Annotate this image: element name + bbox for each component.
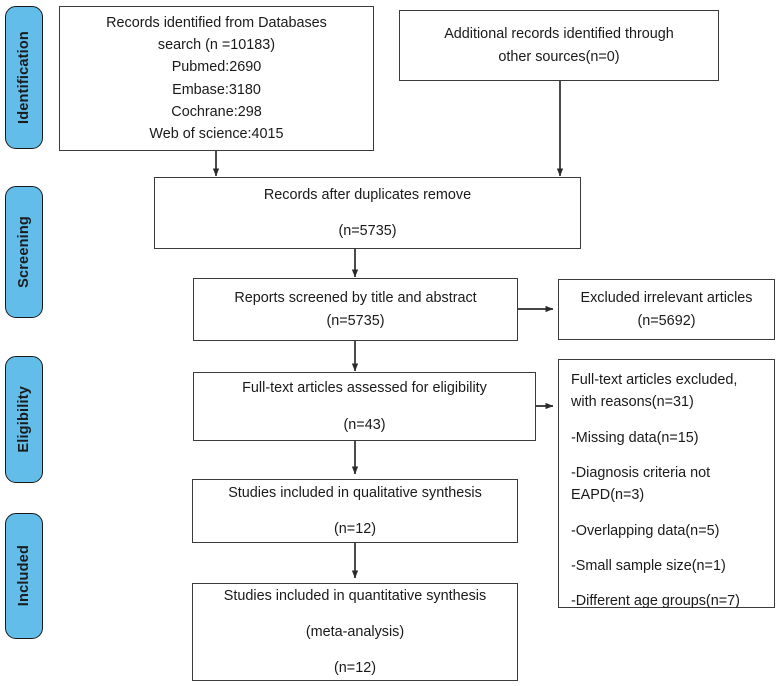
qualitative-line-1: Studies included in qualitative synthesi… (228, 484, 482, 501)
excluded-reasons-line-1: Full-text articles excluded, with reason… (571, 372, 738, 411)
excluded-irrelevant-line-2: (n=5692) (637, 312, 696, 329)
node-additional-records: Additional records identified through ot… (399, 10, 719, 81)
after-duplicates-line-1: Records after duplicates remove (263, 186, 472, 203)
eligibility-assessed-line-1: Full-text articles assessed for eligibil… (242, 380, 487, 397)
records-identified-line-3: Pubmed:2690 (171, 59, 262, 76)
excluded-reasons-line-5: -Small sample size(n=1) (571, 557, 726, 574)
phase-label-included: Included (16, 545, 32, 607)
quantitative-line-3: (n=12) (334, 660, 376, 677)
node-excluded-with-reasons: Full-text articles excluded, with reason… (558, 359, 775, 609)
quantitative-line-1: Studies included in quantitative synthes… (223, 587, 487, 604)
phase-pill-identification: Identification (5, 6, 43, 149)
records-identified-line-6: Web of science:4015 (149, 126, 284, 143)
phase-pill-included: Included (5, 513, 43, 639)
records-identified-line-5: Cochrane:298 (171, 103, 262, 120)
node-after-duplicates: Records after duplicates remove (n=5735) (154, 177, 581, 249)
phase-label-identification: Identification (16, 30, 32, 125)
after-duplicates-line-2: (n=5735) (338, 223, 397, 239)
records-identified-line-2: search (n =10183) (157, 36, 276, 53)
eligibility-assessed-line-2: (n=43) (343, 416, 386, 433)
records-identified-line-4: Embase:3180 (172, 81, 261, 98)
phase-label-eligibility: Eligibility (16, 386, 32, 453)
additional-records-line-2: other sources(n=0) (498, 48, 620, 65)
node-excluded-irrelevant: Excluded irrelevant articles (n=5692) (558, 279, 775, 340)
quantitative-line-2: (meta-analysis) (305, 623, 405, 640)
reports-screened-line-1: Reports screened by title and abstract (234, 290, 477, 307)
excluded-reasons-line-2: -Missing data(n=15) (571, 429, 699, 446)
node-qualitative-synthesis: Studies included in qualitative synthesi… (192, 479, 518, 543)
excluded-reasons-line-6: -Different age groups(n=7) (571, 593, 740, 610)
excluded-reasons-line-4: -Overlapping data(n=5) (571, 522, 720, 539)
records-identified-line-1: Records identified from Databases (106, 14, 327, 31)
additional-records-line-1: Additional records identified through (444, 26, 674, 43)
node-eligibility-assessed: Full-text articles assessed for eligibil… (193, 372, 536, 441)
phase-label-screening: Screening (16, 216, 32, 288)
reports-screened-line-2: (n=5735) (326, 312, 385, 329)
excluded-reasons-line-3: -Diagnosis criteria not EAPD(n=3) (571, 464, 711, 504)
node-records-identified: Records identified from Databases search… (59, 6, 374, 151)
phase-pill-screening: Screening (5, 186, 43, 318)
node-quantitative-synthesis: Studies included in quantitative synthes… (192, 583, 518, 681)
qualitative-line-2: (n=12) (334, 521, 376, 537)
node-reports-screened: Reports screened by title and abstract (… (193, 278, 518, 341)
phase-pill-eligibility: Eligibility (5, 356, 43, 483)
excluded-irrelevant-line-1: Excluded irrelevant articles (580, 290, 753, 307)
